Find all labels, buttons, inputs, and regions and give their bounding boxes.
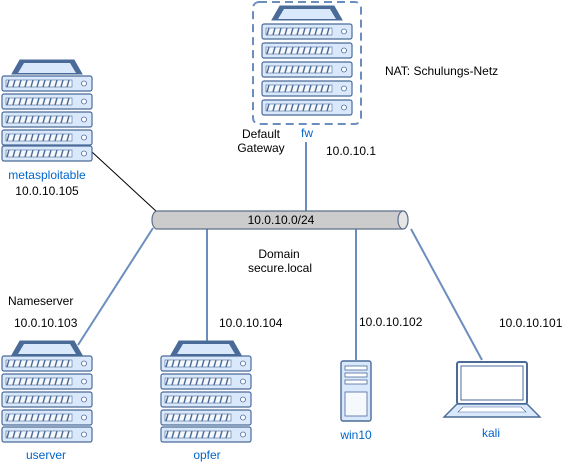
kali-node[interactable]: kali (442, 361, 542, 440)
userver-ip: 10.0.10.103 (14, 316, 78, 330)
link-userver (77, 227, 154, 346)
win10-ip: 10.0.10.102 (359, 315, 423, 329)
server-rack-icon (1, 340, 93, 443)
gateway-label-1: Default (242, 127, 281, 141)
userver-node[interactable]: userver (1, 340, 93, 462)
nameserver-label: Nameserver (8, 294, 73, 308)
bus-label: 10.0.10.0/24 (248, 213, 315, 227)
win10-node[interactable]: win10 (339, 360, 372, 442)
server-rack-icon (160, 340, 252, 443)
opfer-node[interactable]: opfer (160, 340, 252, 462)
fw-ip: 10.0.10.1 (326, 144, 376, 158)
link-metasploitable (91, 151, 158, 213)
metasploitable-ip: 10.0.10.105 (15, 184, 79, 198)
fw-name: fw (301, 126, 313, 140)
domain-name: secure.local (248, 261, 312, 275)
server-rack-icon (1, 59, 93, 162)
links (77, 142, 483, 361)
server-rack-icon (261, 5, 353, 116)
kali-ip: 10.0.10.101 (499, 316, 563, 330)
win10-name: win10 (339, 428, 372, 442)
laptop-icon (442, 361, 542, 418)
link-kali (410, 228, 483, 361)
opfer-ip: 10.0.10.104 (219, 316, 283, 330)
domain-label: Domain (258, 247, 299, 261)
userver-name: userver (26, 448, 66, 462)
network-bus: 10.0.10.0/24 (151, 210, 409, 230)
firewall-node[interactable]: fw (252, 1, 362, 140)
metasploitable-name: metasploitable (8, 168, 86, 182)
metasploitable-node[interactable]: metasploitable (1, 59, 93, 182)
gateway-label-2: Gateway (237, 141, 284, 155)
tower-pc-icon (340, 360, 372, 422)
fw-dashed-frame (252, 1, 362, 125)
kali-name: kali (482, 426, 500, 440)
opfer-name: opfer (193, 448, 220, 462)
nat-label: NAT: Schulungs-Netz (385, 64, 498, 78)
